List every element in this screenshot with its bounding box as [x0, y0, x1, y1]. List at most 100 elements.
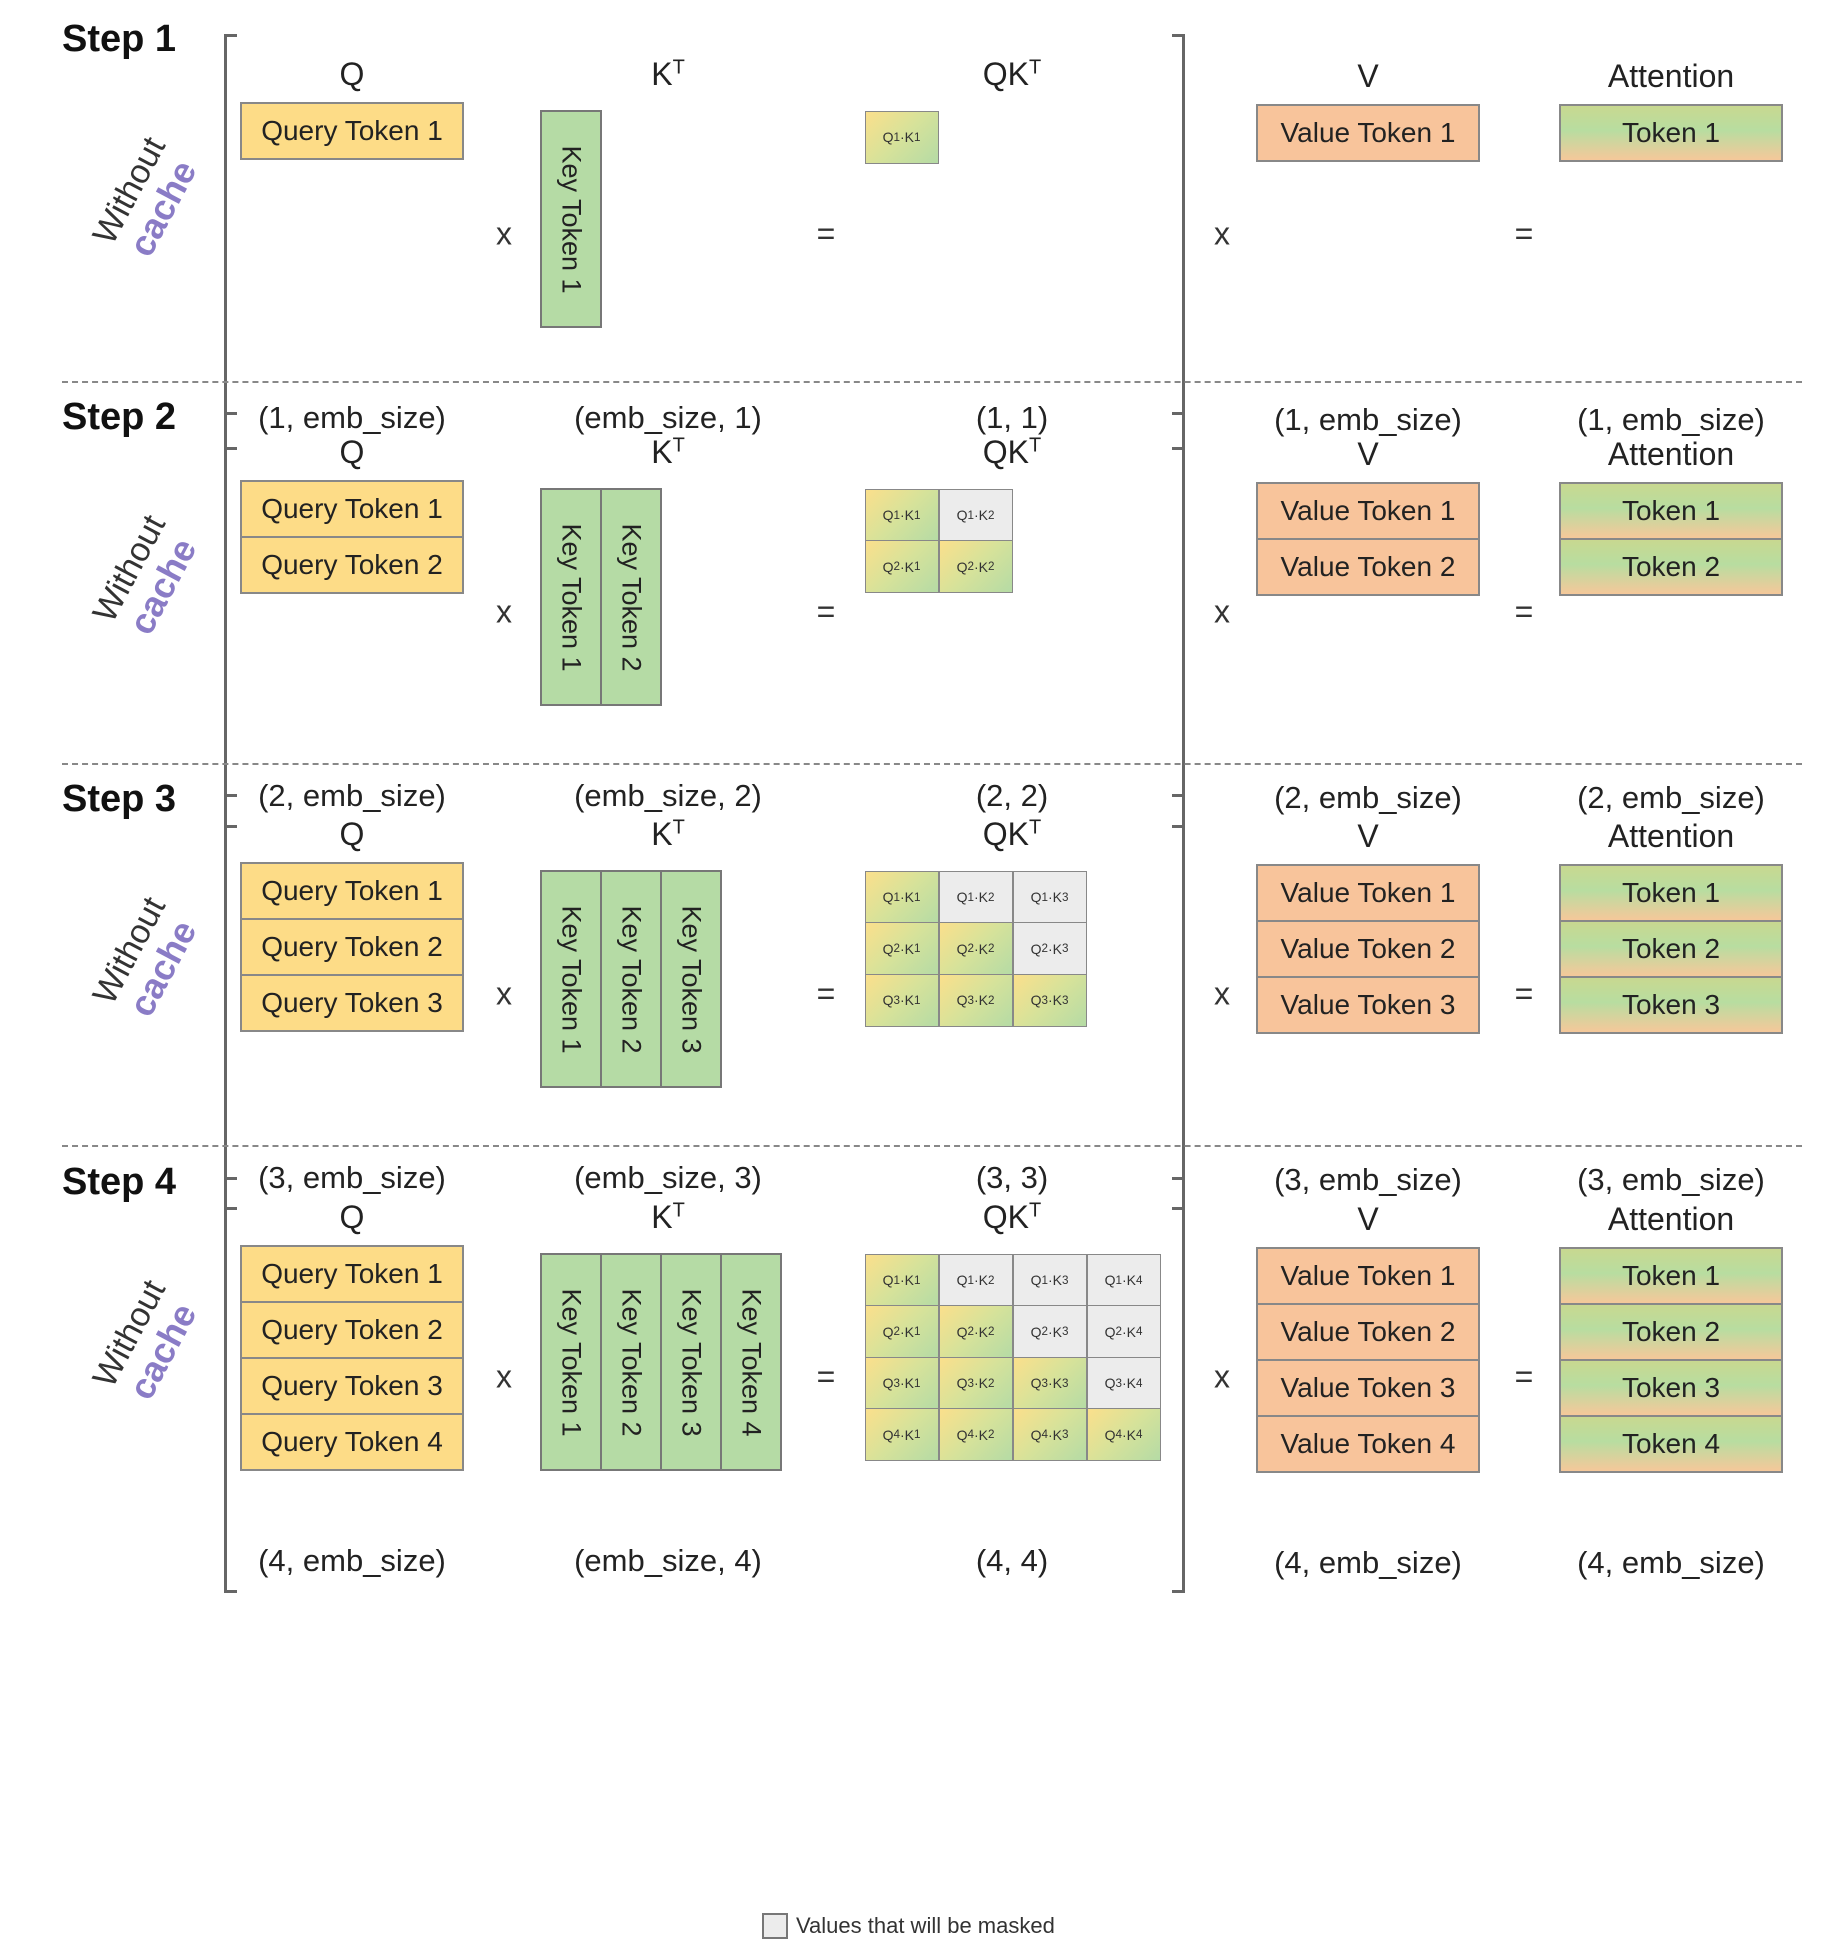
header-qkt: QKT	[912, 56, 1112, 93]
header-kt-sup: T	[672, 1199, 685, 1222]
equals-operator: =	[1514, 215, 1534, 252]
header-kt-base: K	[651, 434, 673, 470]
step-title: Step 4	[62, 1161, 177, 1203]
value-token: Value Token 4	[1256, 1415, 1480, 1473]
key-token-label: Key Token 1	[556, 522, 587, 672]
header-q: Q	[339, 434, 365, 470]
attention-token: Token 3	[1559, 1359, 1783, 1417]
key-token: Key Token 1	[540, 488, 602, 706]
step-divider	[62, 1145, 1802, 1147]
header-qkt-base: QK	[982, 434, 1029, 470]
multiply-operator: x	[1214, 1358, 1230, 1395]
value-token: Value Token 1	[1256, 104, 1480, 162]
dims-qkt: (4, 4)	[975, 1543, 1049, 1578]
header-attention: Attention	[1607, 1201, 1735, 1237]
header-kt-sup: T	[672, 434, 685, 457]
header-q: Q	[339, 1199, 365, 1235]
value-token: Value Token 2	[1256, 1303, 1480, 1361]
equals-operator: =	[1514, 975, 1534, 1012]
query-token: Query Token 1	[240, 102, 464, 160]
left-bracket	[224, 34, 237, 450]
value-token: Value Token 1	[1256, 864, 1480, 922]
key-token-label: Key Token 1	[556, 904, 587, 1054]
attention-matrix: Token 1	[1559, 104, 1783, 162]
step-title: Step 2	[62, 396, 177, 438]
header-kt: KT	[568, 56, 768, 93]
left-bracket	[224, 1177, 237, 1593]
dims-attention: (3, emb_size)	[1577, 1162, 1765, 1197]
header-v: V	[1357, 1201, 1379, 1237]
header-q: Q	[339, 816, 365, 852]
attention-token: Token 2	[1559, 1303, 1783, 1361]
attention-token: Token 2	[1559, 920, 1783, 978]
dims-q: (1, emb_size)	[258, 400, 446, 435]
multiply-operator: x	[1214, 215, 1230, 252]
header-kt-sup: T	[672, 56, 685, 79]
value-matrix: Value Token 1	[1256, 104, 1480, 162]
multiply-operator: x	[496, 975, 512, 1012]
query-token: Query Token 1	[240, 862, 464, 920]
key-token: Key Token 4	[720, 1253, 782, 1471]
step-divider	[62, 763, 1802, 765]
header-qkt: QKT	[912, 1199, 1112, 1236]
header-kt: KT	[568, 434, 768, 471]
dims-attention: (2, emb_size)	[1577, 780, 1765, 815]
header-kt: KT	[568, 1199, 768, 1236]
right-bracket	[1172, 1177, 1185, 1593]
key-token-label: Key Token 1	[556, 144, 587, 294]
dims-qkt: (3, 3)	[975, 1160, 1049, 1195]
right-bracket	[1172, 34, 1185, 450]
attention-token: Token 2	[1559, 538, 1783, 596]
key-token-label: Key Token 1	[556, 1287, 587, 1437]
equals-operator: =	[816, 975, 836, 1012]
dims-q: (2, emb_size)	[258, 778, 446, 813]
dims-attention: (4, emb_size)	[1577, 1545, 1765, 1580]
header-qkt-sup: T	[1029, 434, 1042, 457]
multiply-operator: x	[496, 215, 512, 252]
dims-kt: (emb_size, 4)	[574, 1543, 762, 1578]
dims-v: (4, emb_size)	[1274, 1545, 1462, 1580]
header-qkt: QKT	[912, 434, 1112, 471]
equals-operator: =	[816, 215, 836, 252]
multiply-operator: x	[1214, 593, 1230, 630]
header-kt-base: K	[651, 56, 673, 92]
right-bracket	[1172, 412, 1185, 828]
step-title: Step 3	[62, 778, 177, 820]
dims-v: (2, emb_size)	[1274, 780, 1462, 815]
header-q: Q	[339, 56, 365, 92]
dims-qkt: (1, 1)	[975, 400, 1049, 435]
multiply-operator: x	[496, 1358, 512, 1395]
key-token: Key Token 1	[540, 110, 602, 328]
query-token: Query Token 2	[240, 918, 464, 976]
query-token: Query Token 2	[240, 1301, 464, 1359]
equals-operator: =	[1514, 1358, 1534, 1395]
value-token: Value Token 1	[1256, 1247, 1480, 1305]
left-bracket	[224, 412, 237, 828]
key-token-label: Key Token 3	[676, 904, 707, 1054]
